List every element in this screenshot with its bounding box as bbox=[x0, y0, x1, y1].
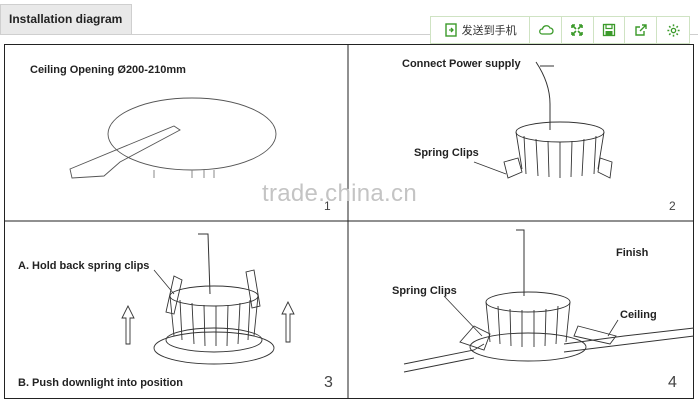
label-ceiling: Ceiling bbox=[620, 309, 657, 321]
label-spring-clips-2: Spring Clips bbox=[414, 147, 479, 159]
installation-diagram-image: Ceiling Opening Ø200-210mm 1 Connect Pow… bbox=[4, 44, 694, 399]
save-button[interactable] bbox=[594, 17, 626, 43]
label-finish: Finish bbox=[616, 247, 649, 259]
save-icon bbox=[602, 23, 616, 37]
expand-button[interactable] bbox=[562, 17, 594, 43]
step-number-4: 4 bbox=[668, 374, 677, 391]
settings-icon bbox=[667, 23, 680, 37]
label-push-downlight: B. Push downlight into position bbox=[18, 377, 183, 389]
share-button[interactable] bbox=[625, 17, 658, 43]
cloud-button[interactable] bbox=[530, 17, 562, 43]
step-number-1: 1 bbox=[324, 199, 331, 213]
share-icon bbox=[635, 24, 647, 36]
label-spring-clips-4: Spring Clips bbox=[392, 285, 457, 297]
settings-button[interactable] bbox=[657, 17, 689, 43]
cloud-icon bbox=[538, 25, 554, 35]
send-to-phone-button[interactable]: 发送到手机 bbox=[431, 17, 531, 43]
watermark: trade.china.cn bbox=[262, 180, 417, 207]
label-hold-back-clips: A. Hold back spring clips bbox=[18, 260, 150, 272]
tab-title: Installation diagram bbox=[9, 12, 123, 26]
share-toolbar: 发送到手机 bbox=[430, 16, 690, 44]
label-connect-power: Connect Power supply bbox=[402, 58, 521, 70]
tab-underline bbox=[0, 34, 698, 35]
step-number-3: 3 bbox=[324, 374, 333, 391]
step-number-2: 2 bbox=[669, 199, 676, 213]
label-ceiling-opening: Ceiling Opening Ø200-210mm bbox=[30, 64, 186, 76]
expand-icon bbox=[571, 24, 584, 36]
send-to-phone-label: 发送到手机 bbox=[461, 24, 517, 37]
send-to-phone-icon bbox=[444, 23, 457, 37]
tab-installation-diagram[interactable]: Installation diagram bbox=[0, 4, 132, 34]
